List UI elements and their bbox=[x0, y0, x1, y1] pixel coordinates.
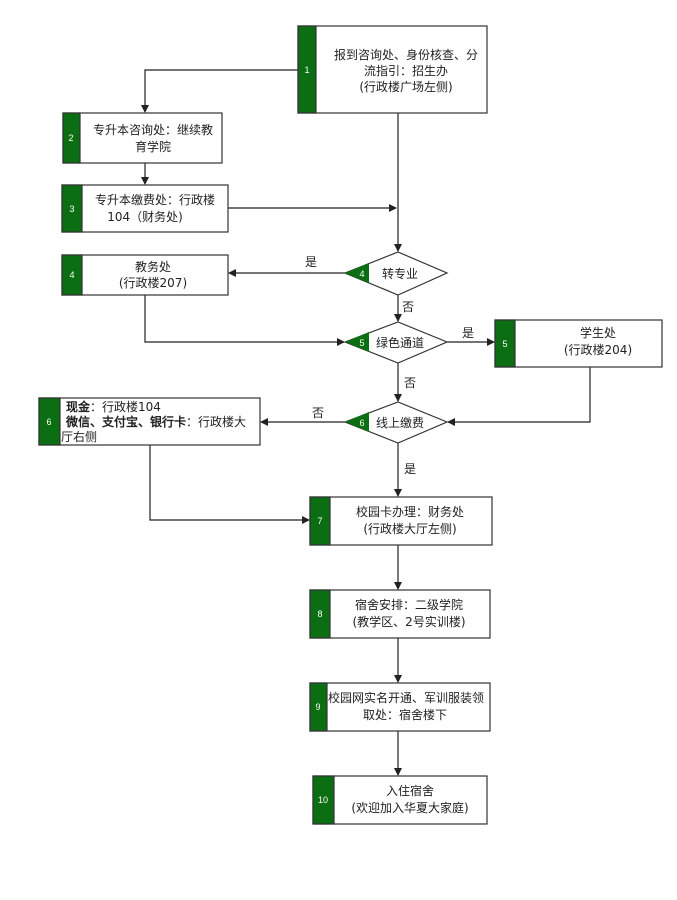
step-9-box: 9 校园网实名开通、军训服装领 取处：宿舍楼下 bbox=[309, 682, 491, 732]
step-text: 现金：行政楼104 bbox=[66, 399, 161, 414]
step-number: 10 bbox=[318, 795, 328, 805]
edge-label-no: 否 bbox=[402, 300, 414, 314]
edge-6-7 bbox=[149, 445, 310, 524]
step-number: 6 bbox=[46, 417, 51, 427]
step-text: 报到咨询处、身份核查、分 bbox=[334, 47, 478, 62]
step-number: 4 bbox=[69, 270, 74, 280]
decision-text: 绿色通道 bbox=[376, 335, 424, 350]
step-number: 8 bbox=[317, 609, 322, 619]
step-10-box: 10 入住宿舍 (欢迎加入华夏大家庭) bbox=[312, 775, 488, 825]
step-text: (行政楼广场左侧) bbox=[359, 79, 452, 94]
step-number: 1 bbox=[304, 65, 309, 75]
step-text: 教务处 bbox=[135, 259, 171, 274]
step-text: 校园网实名开通、军训服装领 bbox=[328, 690, 484, 705]
step-7-box: 7 校园卡办理：财务处 (行政楼大厅左侧) bbox=[309, 496, 493, 546]
step-2-box: 2 专升本咨询处：继续教 育学院 bbox=[62, 112, 223, 164]
step-text: (教学区、2号实训楼) bbox=[353, 614, 466, 629]
decision-text: 转专业 bbox=[382, 266, 418, 281]
decision-number: 6 bbox=[359, 418, 364, 428]
step-number: 9 bbox=[315, 702, 320, 712]
step-8-box: 8 宿舍安排：二级学院 (教学区、2号实训楼) bbox=[309, 589, 491, 639]
step-text: 取处：宿舍楼下 bbox=[363, 707, 447, 722]
edge-1-2 bbox=[141, 69, 298, 113]
step-text: (行政楼207) bbox=[119, 275, 187, 290]
edge-4-d5 bbox=[144, 295, 345, 346]
step-text: 专升本咨询处：继续教 bbox=[93, 122, 213, 137]
edge-label-no: 否 bbox=[404, 376, 416, 390]
step-text: 育学院 bbox=[135, 139, 171, 154]
step-text: 专升本缴费处：行政楼 bbox=[95, 192, 215, 207]
decision-text: 线上缴费 bbox=[376, 415, 424, 430]
step-4-box: 4 教务处 (行政楼207) bbox=[61, 254, 229, 296]
step-text: 宿舍安排：二级学院 bbox=[355, 597, 463, 612]
step-number: 7 bbox=[317, 516, 322, 526]
step-text: 校园卡办理：财务处 bbox=[356, 504, 464, 519]
step-text: (欢迎加入华夏大家庭) bbox=[351, 800, 468, 815]
decision-number: 5 bbox=[359, 338, 364, 348]
step-text: 流指引：招生办 bbox=[364, 63, 448, 78]
edge-label-yes: 是 bbox=[404, 462, 416, 476]
step-5-box: 5 学生处 (行政楼204) bbox=[494, 319, 663, 368]
step-1-box: 1 报到咨询处、身份核查、分 流指引：招生办 (行政楼广场左侧) bbox=[297, 25, 488, 114]
step-text: 微信、支付宝、银行卡：行政楼大 bbox=[65, 414, 246, 429]
step-6-box: 6 现金：行政楼104 微信、支付宝、银行卡：行政楼大 厅右侧 bbox=[38, 397, 261, 446]
decision-5: 5 绿色通道 bbox=[343, 321, 449, 364]
step-number: 5 bbox=[502, 339, 507, 349]
edge-label-no: 否 bbox=[312, 406, 324, 420]
edge-label-yes: 是 bbox=[462, 326, 474, 340]
decision-4: 4 转专业 bbox=[343, 251, 449, 296]
step-text: 厅右侧 bbox=[61, 429, 97, 444]
decision-number: 4 bbox=[359, 269, 364, 279]
edge-label-yes: 是 bbox=[305, 255, 317, 269]
step-number: 3 bbox=[69, 204, 74, 214]
step-number: 2 bbox=[68, 133, 73, 143]
step-text: 入住宿舍 bbox=[386, 783, 434, 798]
connectors bbox=[141, 69, 591, 776]
step-text: 104（财务处) bbox=[107, 209, 183, 224]
step-text: (行政楼204) bbox=[564, 342, 632, 357]
step-3-box: 3 专升本缴费处：行政楼 104（财务处) bbox=[61, 184, 229, 233]
edge-5-d6 bbox=[447, 367, 591, 426]
step-text: 学生处 bbox=[580, 325, 616, 340]
decision-6: 6 线上缴费 bbox=[343, 401, 449, 444]
step-text: (行政楼大厅左侧) bbox=[363, 521, 456, 536]
